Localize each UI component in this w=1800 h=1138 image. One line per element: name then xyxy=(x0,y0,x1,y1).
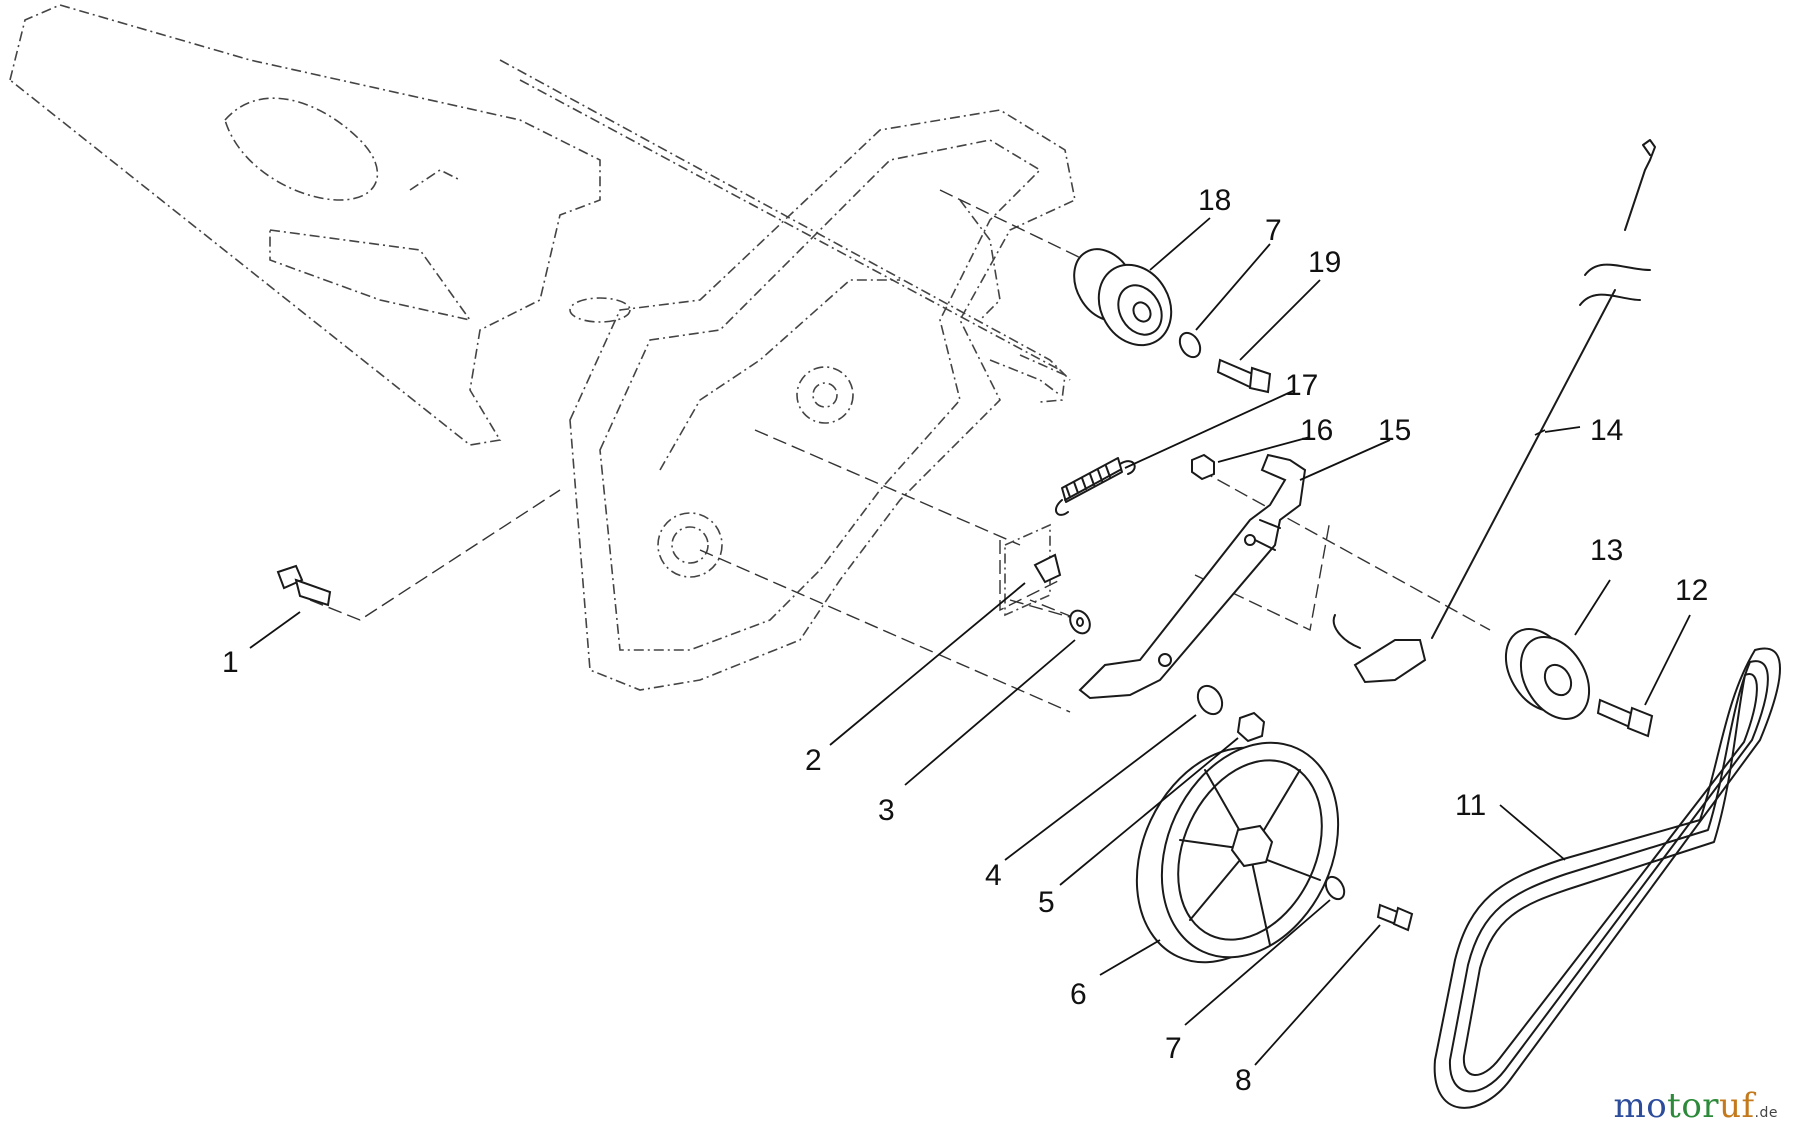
callout-labels: 1 2 3 4 5 6 7 7 8 11 12 13 14 15 16 17 1… xyxy=(222,184,1708,1097)
watermark-tld: .de xyxy=(1754,1105,1778,1121)
part-3-washer xyxy=(1069,609,1091,635)
part-8-bolt xyxy=(1376,903,1414,932)
part-14-cable xyxy=(1332,139,1656,684)
part-11-belt xyxy=(1433,647,1781,1109)
part-15-idler-arm xyxy=(1078,453,1307,700)
watermark-part-3: uf xyxy=(1719,1086,1755,1126)
callout-15: 15 xyxy=(1378,414,1411,447)
part-19-bolt xyxy=(1216,358,1272,394)
watermark-part-1: mo xyxy=(1613,1086,1668,1126)
watermark-part-2: tor xyxy=(1667,1086,1720,1126)
part-18-pulley xyxy=(1073,248,1173,347)
leader-lines xyxy=(249,217,1691,1066)
part-5-nut xyxy=(1236,711,1266,743)
callout-16: 16 xyxy=(1300,414,1333,447)
callout-7-lower: 7 xyxy=(1165,1032,1182,1065)
callout-4: 4 xyxy=(985,859,1002,892)
callout-12: 12 xyxy=(1675,574,1708,607)
part-13-pulley xyxy=(1504,628,1591,720)
part-2-bracket xyxy=(1004,523,1062,617)
callout-7-upper: 7 xyxy=(1265,214,1282,247)
callout-17: 17 xyxy=(1285,369,1318,402)
callout-11: 11 xyxy=(1455,789,1486,822)
callout-5: 5 xyxy=(1038,886,1055,919)
part-7-washer-lower xyxy=(1324,875,1346,901)
callout-1: 1 xyxy=(222,646,239,679)
part-16-nut xyxy=(1191,453,1215,481)
callout-6: 6 xyxy=(1070,978,1087,1011)
assembly-centerlines xyxy=(309,189,1491,713)
callout-2: 2 xyxy=(805,744,822,777)
callout-13: 13 xyxy=(1590,534,1623,567)
callout-19: 19 xyxy=(1308,246,1341,279)
watermark-logo: motoruf.de xyxy=(1613,1086,1778,1126)
callout-8: 8 xyxy=(1235,1064,1252,1097)
part-12-bolt xyxy=(1596,698,1654,738)
callout-18: 18 xyxy=(1198,184,1231,217)
part-1-bolt xyxy=(276,564,332,607)
callout-3: 3 xyxy=(878,794,895,827)
part-4-washer xyxy=(1196,684,1224,716)
callout-14: 14 xyxy=(1590,414,1623,447)
part-17-spring xyxy=(1055,457,1136,516)
chassis-frame xyxy=(9,4,1076,691)
part-6-drive-pulley xyxy=(1135,741,1340,964)
part-7-washer-upper xyxy=(1178,331,1202,359)
